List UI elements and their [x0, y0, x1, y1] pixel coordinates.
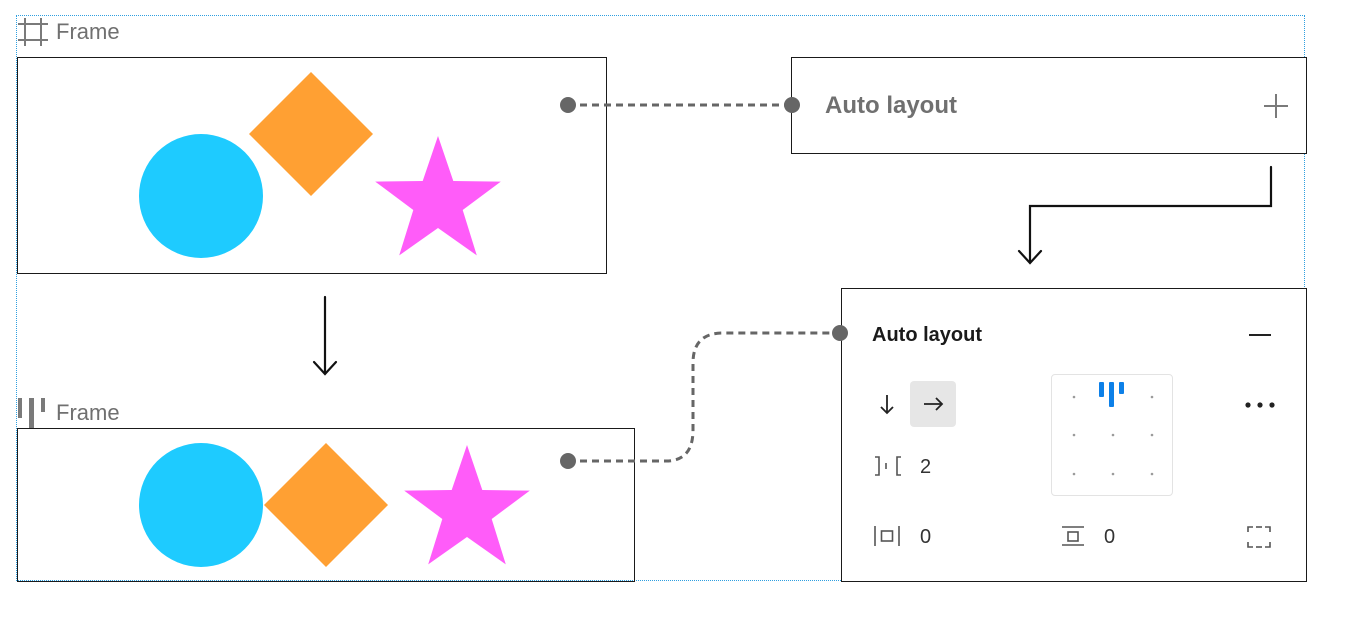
direction-vertical-button[interactable] — [864, 381, 910, 427]
horizontal-padding-icon — [874, 526, 900, 546]
arrow-right-icon — [924, 397, 944, 411]
bottom-frame-label-text: Frame — [56, 400, 120, 425]
bottom-star-shape — [403, 444, 530, 564]
elbow-arrow-connector — [1017, 165, 1273, 265]
plus-icon[interactable] — [1263, 93, 1289, 119]
auto-layout-panel-collapsed: Auto layout — [791, 57, 1307, 154]
bottom-dotted-connector — [560, 325, 848, 469]
auto-layout-collapsed-title: Auto layout — [825, 92, 957, 119]
connector-start-dot — [560, 97, 576, 113]
connector-start-dot — [560, 453, 576, 469]
direction-horizontal-button[interactable] — [910, 381, 956, 427]
top-frame-label-text: Frame — [56, 19, 120, 44]
arrow-down-icon — [880, 395, 894, 415]
bottom-circle-shape — [138, 442, 263, 567]
alignment-grid[interactable] — [1051, 374, 1173, 496]
vertical-padding-value[interactable]: 0 — [1104, 526, 1116, 548]
auto-layout-frame-icon — [18, 398, 45, 428]
spacing-icon — [875, 456, 901, 476]
connector-end-dot — [832, 325, 848, 341]
spacing-value[interactable]: 2 — [920, 456, 932, 478]
frame-icon — [18, 18, 48, 46]
bottom-frame-label[interactable]: Frame — [18, 398, 120, 428]
connector-end-dot — [784, 97, 800, 113]
top-circle-shape — [138, 133, 263, 258]
auto-layout-expanded-title: Auto layout — [872, 324, 982, 346]
top-dotted-connector — [560, 97, 800, 113]
top-star-shape — [374, 135, 501, 255]
individual-padding-icon[interactable] — [1247, 526, 1271, 548]
bottom-frame[interactable] — [17, 428, 635, 582]
horizontal-padding-value[interactable]: 0 — [920, 526, 932, 548]
alignment-grid-dots — [1072, 381, 1153, 475]
bottom-diamond-shape — [263, 442, 388, 567]
minus-icon[interactable] — [1249, 333, 1271, 337]
top-frame-label[interactable]: Frame — [18, 18, 120, 46]
alignment-indicator-icon — [1098, 381, 1124, 407]
top-frame-shapes — [138, 71, 501, 258]
top-frame[interactable] — [17, 57, 607, 274]
top-diamond-shape — [248, 71, 373, 196]
auto-layout-panel-expanded: Auto layout 2 — [841, 288, 1307, 582]
vertical-padding-icon — [1062, 526, 1084, 546]
arrow-down-connector — [312, 295, 338, 376]
more-icon[interactable] — [1244, 401, 1276, 409]
bottom-frame-shapes — [138, 442, 530, 567]
